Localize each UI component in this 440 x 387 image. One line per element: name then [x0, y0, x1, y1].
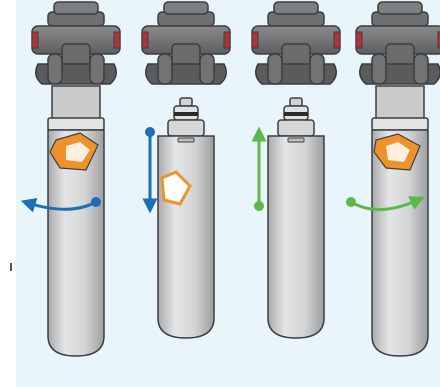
pull-down-arrow: [145, 127, 155, 206]
filter-head: [142, 2, 230, 84]
step-1-filter: [32, 2, 120, 356]
filter-cartridge: [48, 86, 104, 356]
step-3-filter: [252, 2, 340, 338]
filter-head: [252, 2, 340, 84]
push-up-arrow: [254, 134, 264, 211]
filter-cartridge: [372, 86, 428, 356]
filter-head: [356, 2, 440, 84]
detached-cartridge: [158, 98, 214, 338]
step-2-filter: [142, 2, 230, 338]
filter-head: [32, 2, 120, 84]
step-4-filter: [356, 2, 440, 356]
detached-cartridge: [268, 98, 324, 338]
